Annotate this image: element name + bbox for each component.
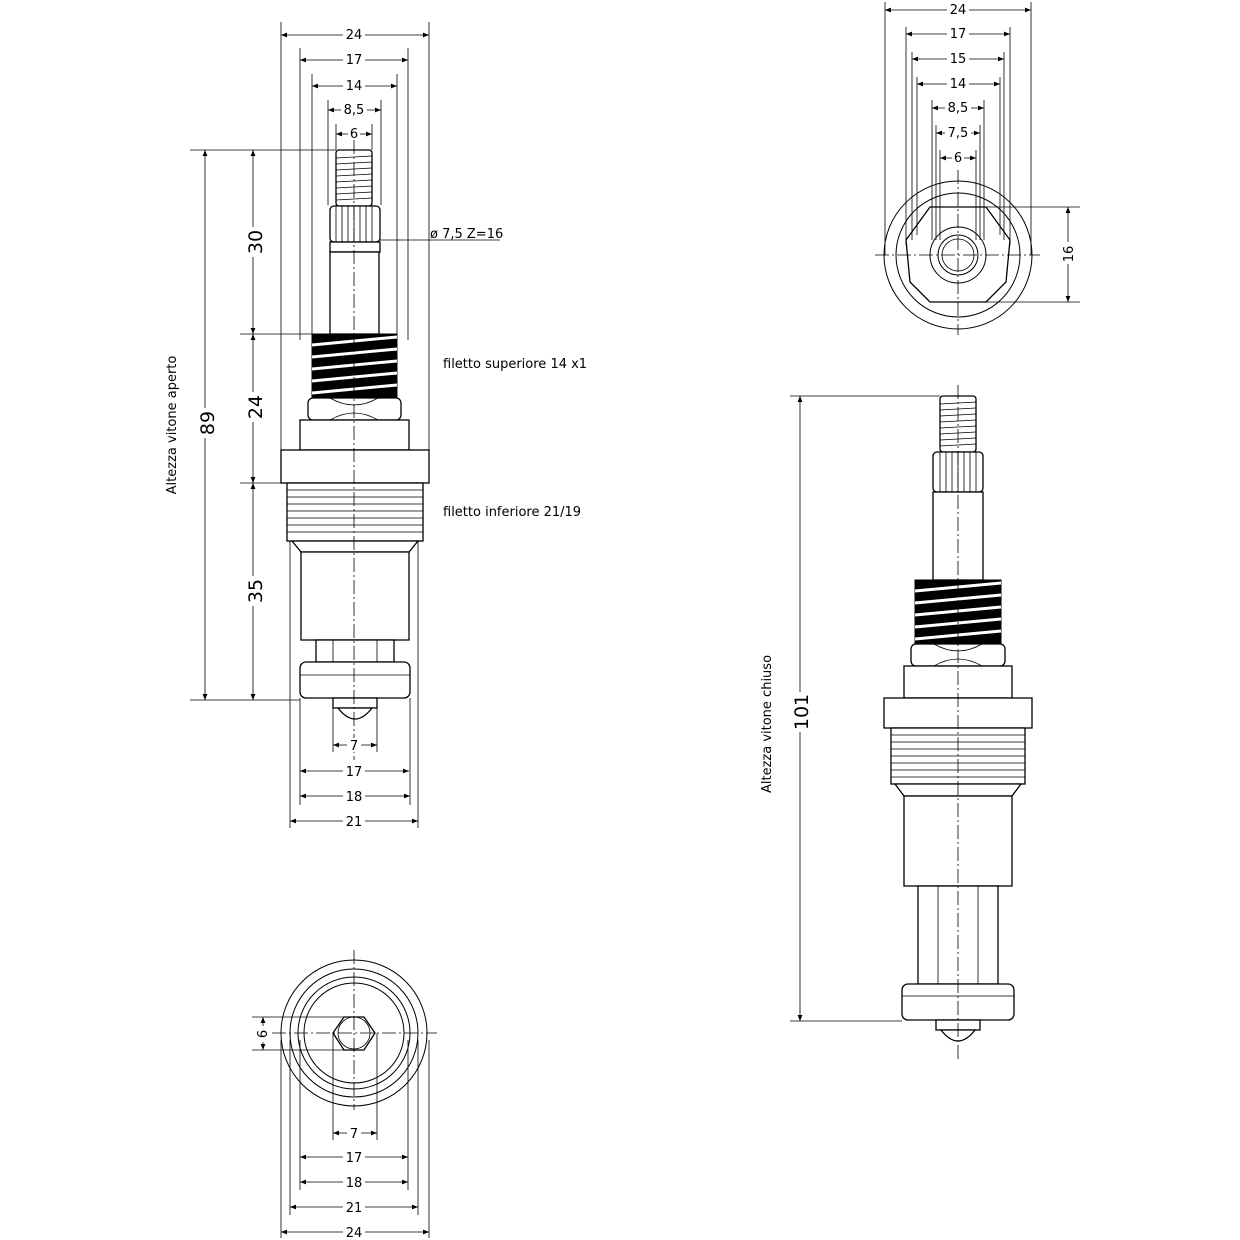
top-view: 24 17 15 14 8,5 7,5 6 16 — [875, 2, 1080, 335]
dim-tv-7-5: 7,5 — [948, 126, 969, 141]
spline-callout: ø 7,5 Z=16 — [380, 227, 503, 242]
dim-tv-8-5: 8,5 — [948, 101, 969, 116]
dim-bv-18: 18 — [346, 1176, 363, 1191]
label-altezza-chiuso: Altezza vitone chiuso — [760, 655, 775, 793]
dim-tv-17: 17 — [950, 27, 967, 42]
note-upper-thread: filetto superiore 14 x1 — [443, 357, 587, 372]
dim-height-35: 35 — [245, 579, 267, 603]
dim-top-24: 24 — [346, 28, 363, 43]
dim-tv-14: 14 — [950, 77, 967, 92]
dim-bottom-7: 7 — [350, 739, 358, 754]
dim-top-8-5: 8,5 — [344, 103, 365, 118]
dim-tv-6: 6 — [954, 151, 962, 166]
top-dimension-ladder: 24 17 14 8,5 6 — [280, 22, 430, 458]
dim-bottom-21: 21 — [346, 815, 363, 830]
dim-top-14: 14 — [346, 79, 363, 94]
dim-height-24: 24 — [245, 395, 267, 419]
dim-tv-24: 24 — [950, 3, 967, 18]
dim-bottom-18: 18 — [346, 790, 363, 805]
dim-bv-24: 24 — [346, 1226, 363, 1240]
dim-top-6: 6 — [350, 127, 358, 142]
dim-tv-15: 15 — [950, 52, 967, 67]
dim-bottom-17: 17 — [346, 765, 363, 780]
dim-height-30: 30 — [245, 230, 267, 254]
bottom-dimension-ladder-open: 7 17 18 21 — [289, 541, 419, 830]
note-lower-thread: filetto inferiore 21/19 — [443, 505, 581, 520]
spline-diameter-label: ø 7,5 Z=16 — [430, 227, 503, 242]
cartridge-body-open — [280, 140, 430, 760]
side-view-open: 24 17 14 8,5 6 — [165, 22, 587, 830]
side-view-closed: 101 Altezza vitone chiuso — [760, 385, 1033, 1060]
dim-bv-21: 21 — [346, 1201, 363, 1216]
dim-bv-7: 7 — [350, 1127, 358, 1142]
dim-height-101: 101 — [791, 694, 813, 730]
dim-hex-6: 6 — [256, 1030, 271, 1038]
dim-height-89: 89 — [197, 411, 219, 435]
label-altezza-aperto: Altezza vitone aperto — [165, 356, 180, 495]
height-dimensions: 30 24 35 89 Altezza vitone aperto — [165, 149, 336, 701]
dim-bv-17: 17 — [346, 1151, 363, 1166]
dim-tv-16: 16 — [1062, 246, 1077, 263]
dim-top-17: 17 — [346, 53, 363, 68]
bottom-view: 6 7 17 18 21 24 — [252, 950, 437, 1240]
